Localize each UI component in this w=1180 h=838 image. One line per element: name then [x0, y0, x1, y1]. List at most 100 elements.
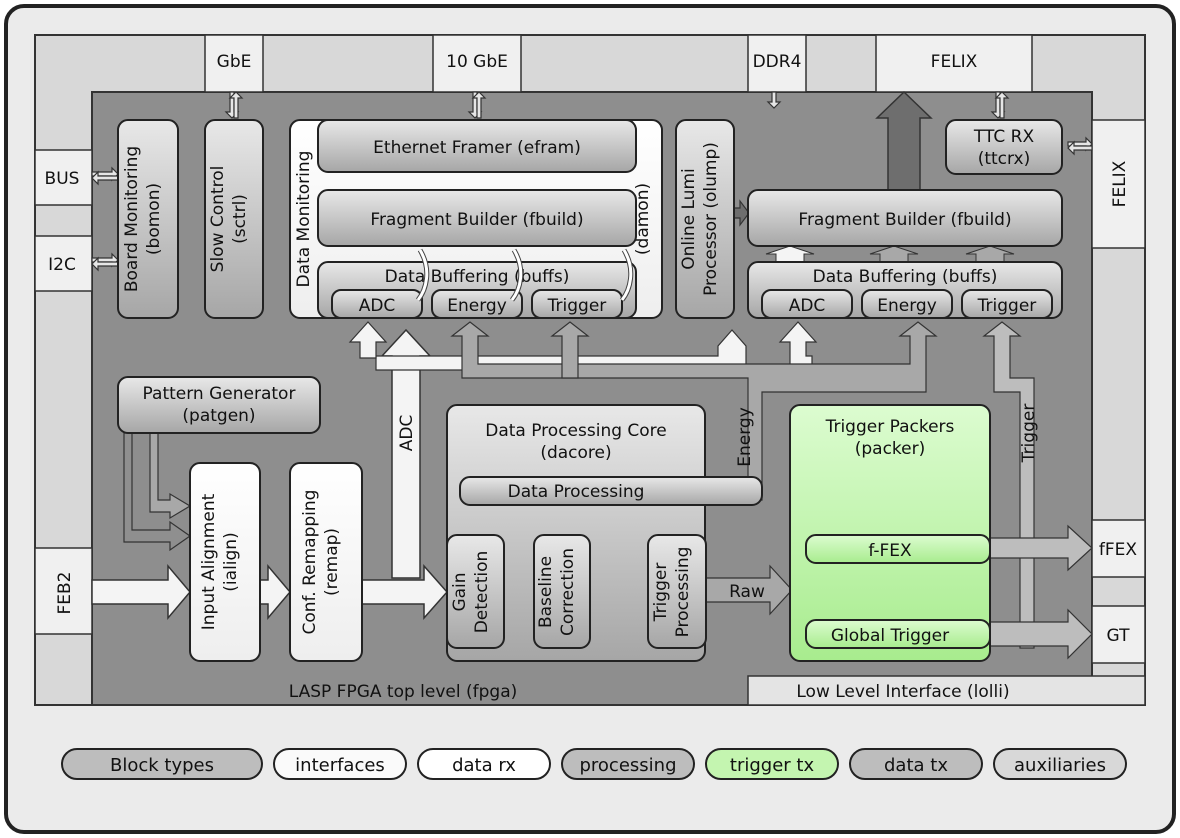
arrow-adc-horizontal — [362, 329, 747, 371]
ffex-block — [805, 534, 991, 564]
label-line: Processor (olump) — [701, 142, 721, 296]
fbuild-right-label: Fragment Builder (fbuild) — [798, 210, 1011, 230]
global-trigger-block — [805, 619, 991, 649]
gain-block — [446, 534, 505, 649]
legend: Block types interfaces data rx processing tr… — [61, 748, 1127, 780]
label-line: Pattern Generator — [143, 384, 296, 404]
arrow-ialign-to-remap — [259, 563, 291, 621]
arrow-packer-to-ffex — [989, 524, 1093, 572]
trigger-left-label: Trigger — [547, 296, 607, 316]
adc-left-cell — [331, 289, 423, 319]
damon-label: Data Monitoring — [294, 151, 314, 288]
legend-item: interfaces — [273, 748, 407, 780]
label-line: (remap) — [322, 528, 342, 596]
bidir-arrow-10gbe — [467, 91, 487, 119]
ttcrx-label: TTC RX(ttcrx) — [973, 127, 1035, 169]
port-ddr4 — [747, 34, 807, 93]
fbuild-right-block — [747, 189, 1063, 247]
label-line: Trigger Packers — [825, 417, 955, 437]
bidir-arrow-bus — [91, 166, 119, 186]
port-gbe — [204, 34, 264, 93]
svg-text:Board Monitoring(bomon): Board Monitoring(bomon) — [122, 146, 164, 292]
legend-item: processing — [561, 748, 695, 780]
port-i2c-label: I2C — [48, 255, 76, 275]
ffex-label: f-FEX — [868, 541, 912, 561]
adc-right-label: ADC — [789, 296, 826, 316]
bomon-block — [117, 119, 179, 319]
legend-item: Block types — [61, 748, 263, 780]
label-line: Correction — [558, 548, 578, 636]
label-line: Input Alignment — [199, 493, 219, 630]
port-feb2-label: FEB2 — [55, 572, 75, 615]
legend-item: trigger tx — [705, 748, 839, 780]
arrow-trigger-path — [982, 321, 1035, 649]
arrow-patgen-to-ialign-1 — [123, 432, 192, 552]
dacore-label: Data Processing Core(dacore) — [485, 421, 667, 463]
trigproc-block — [647, 534, 707, 649]
port-gt — [1091, 605, 1146, 664]
port-felix-top — [875, 34, 1033, 93]
legend-label: processing — [579, 755, 676, 776]
arrow-adc-to-right-buffer — [778, 321, 818, 371]
ialign-block — [189, 462, 261, 662]
arrow-trigger-to-left-buffer — [550, 321, 590, 379]
legend-item: auxiliaries — [993, 748, 1127, 780]
remap-block — [289, 462, 363, 662]
legend-label: interfaces — [295, 755, 385, 776]
packer-label: Trigger Packers(packer) — [825, 417, 955, 459]
label-line: (packer) — [855, 439, 926, 459]
label-line: TTC RX — [973, 127, 1035, 147]
patgen-block — [117, 376, 321, 434]
legend-label: trigger tx — [730, 755, 815, 776]
buffs-left-label: Data Buffering (buffs) — [385, 267, 570, 287]
label-trigger-arrow: Trigger — [1019, 404, 1039, 464]
port-gt-label: GT — [1107, 626, 1131, 646]
port-10gbe-label: 10 GbE — [446, 52, 508, 72]
arrow-remap-to-dacore — [361, 564, 449, 620]
olump-block — [675, 119, 735, 319]
label-line: Board Monitoring — [122, 146, 142, 292]
label-line: Trigger — [651, 563, 671, 623]
svg-text:Conf. Remapping(remap): Conf. Remapping(remap) — [300, 490, 342, 635]
label-line: (patgen) — [182, 406, 255, 426]
energy-right-cell — [861, 289, 953, 319]
port-i2c — [34, 235, 93, 292]
legend-swatch — [849, 748, 983, 780]
arrow-adc-to-left-buffer — [348, 321, 388, 359]
label-line: Gain — [450, 572, 470, 611]
port-gbe-label: GbE — [217, 52, 252, 72]
legend-swatch — [61, 748, 263, 780]
lolli-label: Low Level Interface (lolli) — [796, 682, 1009, 702]
arrow-patgen-to-ialign-2 — [149, 432, 192, 520]
ialign-label: Input Alignment(ialign) — [199, 493, 241, 630]
legend-swatch — [993, 748, 1127, 780]
label-line: (ialign) — [221, 532, 241, 591]
label-line: Processing — [673, 547, 693, 638]
legend-item: data rx — [417, 748, 551, 780]
label-line: Online Lumi — [679, 168, 699, 269]
dacore-block — [446, 404, 706, 662]
legend-swatch — [705, 748, 839, 780]
arrows-buffs-to-fbuild-right — [765, 245, 1015, 263]
legend-label: Block types — [110, 755, 214, 776]
packer-block — [789, 404, 991, 662]
port-ddr4-label: DDR4 — [753, 52, 802, 72]
port-ffex-label: fFEX — [1099, 540, 1138, 560]
energy-left-cell — [431, 289, 523, 319]
arrow-fbuild-to-felix — [875, 90, 933, 193]
label-line: (bomon) — [144, 183, 164, 255]
trigger-left-cell — [531, 289, 623, 319]
legend-swatch — [561, 748, 695, 780]
damon-tag: (damon) — [633, 183, 653, 255]
label-raw-arrow: Raw — [729, 582, 765, 602]
buffs-right-label: Data Buffering (buffs) — [813, 267, 998, 287]
energy-left-label: Energy — [447, 296, 507, 316]
